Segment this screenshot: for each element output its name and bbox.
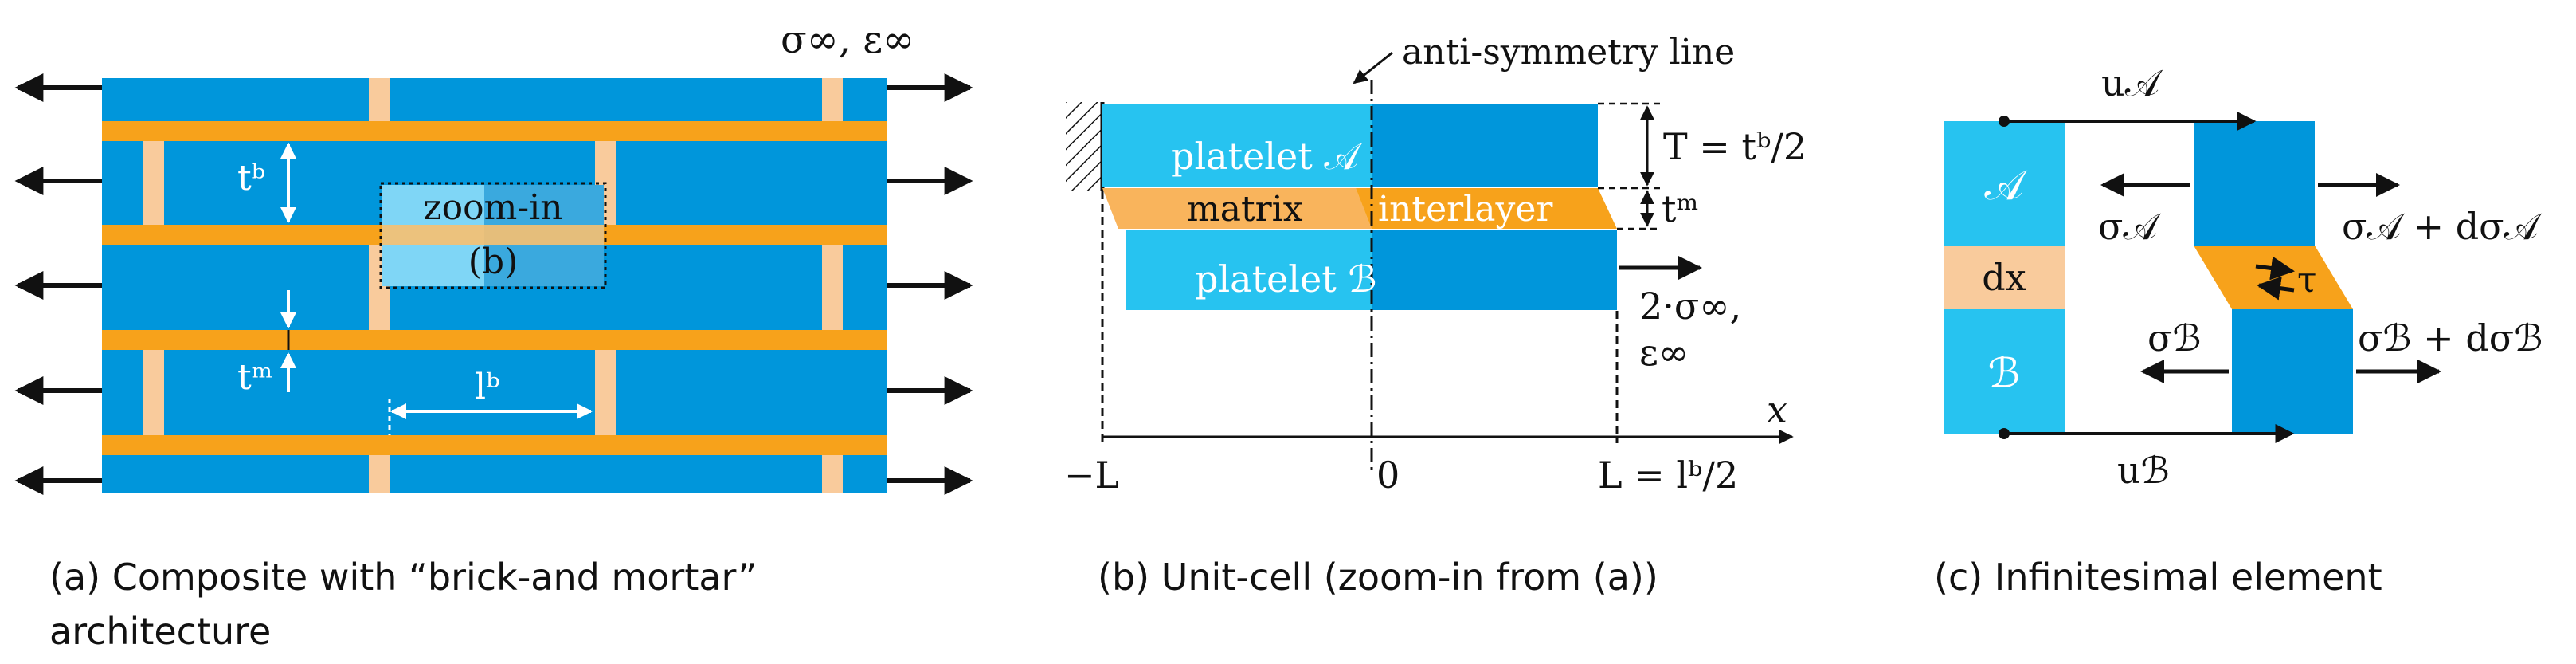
matrix-layer-3 [102, 330, 887, 350]
caption-b: (b) Unit-cell (zoom-in from (a)) [1098, 556, 1658, 599]
matrix-label: matrix [1187, 189, 1303, 230]
matrix-layer-4 [102, 435, 887, 455]
sigma-A-label: σ𝒜 [2098, 205, 2161, 248]
sigma-eps-label: σ∞, ε∞ [781, 18, 914, 62]
gap-row0-a [369, 78, 390, 121]
left-load-arrows [14, 73, 102, 495]
interlayer-label: interlayer [1378, 189, 1553, 230]
load-label-1: 2·σ∞, [1639, 285, 1741, 328]
caption-a-line2: architecture [49, 610, 271, 653]
shear-arrow-bottom [2257, 276, 2295, 301]
platelet-a-left [1102, 104, 1372, 187]
element-dx [1944, 246, 2065, 309]
sigma-B-plus-label: σℬ + dσℬ [2358, 316, 2543, 360]
panel-c: 𝒜 dx ℬ τ u𝒜 uℬ σ𝒜 σ𝒜 + dσ𝒜 σℬ σℬ + dσℬ (… [1934, 61, 2543, 599]
load-label-2: ε∞ [1639, 331, 1689, 374]
gap-row4-a [369, 455, 390, 493]
platelet-a-right [1372, 104, 1598, 187]
right-load-arrows [887, 73, 973, 495]
anti-symmetry-pointer [1353, 51, 1393, 84]
sigma-B-label: σℬ [2147, 316, 2202, 360]
gap-row0-b [822, 78, 843, 121]
T-label: T = tᵇ/2 [1663, 125, 1807, 168]
u-B-label: uℬ [2117, 449, 2170, 492]
matrix-layer-1 [102, 121, 887, 141]
anti-symmetry-label: anti-symmetry line [1402, 32, 1735, 73]
gap-row2-b [822, 245, 843, 330]
fixed-wall-hatch [1066, 102, 1101, 191]
caption-a-line1: (a) Composite with “brick-and mortar” [49, 556, 757, 599]
matrix-left [1102, 188, 1372, 229]
zoom-ref: (b) [468, 242, 519, 282]
tm-label: tᵐ [237, 357, 273, 398]
label-B: ℬ [1988, 350, 2021, 398]
tau-label: τ [2297, 260, 2316, 301]
tick-minus-L: −L [1064, 454, 1119, 497]
zoom-matrix-strip [382, 225, 604, 245]
x-axis-label: x [1767, 388, 1787, 431]
panel-b: anti-symmetry line platelet 𝒜 platelet ℬ… [1064, 32, 1807, 599]
platelet-b-left [1126, 230, 1372, 310]
element-A-left [1944, 121, 2065, 246]
lb-label: lᵇ [475, 367, 500, 407]
tb-label: tᵇ [237, 158, 265, 198]
u-A-label: u𝒜 [2101, 61, 2163, 104]
caption-c: (c) Infinitesimal element [1934, 556, 2382, 599]
platelet-b-right [1372, 230, 1617, 310]
tick-zero: 0 [1376, 454, 1400, 497]
element-shear-layer [2194, 246, 2353, 309]
gap-row3-b [595, 350, 616, 435]
label-dx: dx [1982, 256, 2026, 299]
panel-a: zoom-in (b) tᵇ tᵐ lᵇ σ∞, ε∞ [14, 18, 973, 653]
zoom-label: zoom-in [423, 187, 562, 228]
gap-row4-b [822, 455, 843, 493]
element-A-right [2194, 121, 2315, 246]
tm-label-b: tᵐ [1662, 187, 1699, 230]
element-B-left [1944, 309, 2065, 434]
interlayer-right [1356, 188, 1617, 229]
sigma-A-plus-label: σ𝒜 + dσ𝒜 [2342, 205, 2543, 248]
tick-L: L = lᵇ/2 [1598, 454, 1738, 497]
shear-arrow-top [2255, 256, 2295, 281]
platelet-b-label: platelet ℬ [1195, 257, 1377, 301]
label-A: 𝒜 [1984, 162, 2027, 210]
gap-row1-a [143, 141, 164, 225]
element-B-right [2232, 309, 2353, 434]
gap-row3-a [143, 350, 164, 435]
platelet-a-label: platelet 𝒜 [1171, 135, 1362, 178]
